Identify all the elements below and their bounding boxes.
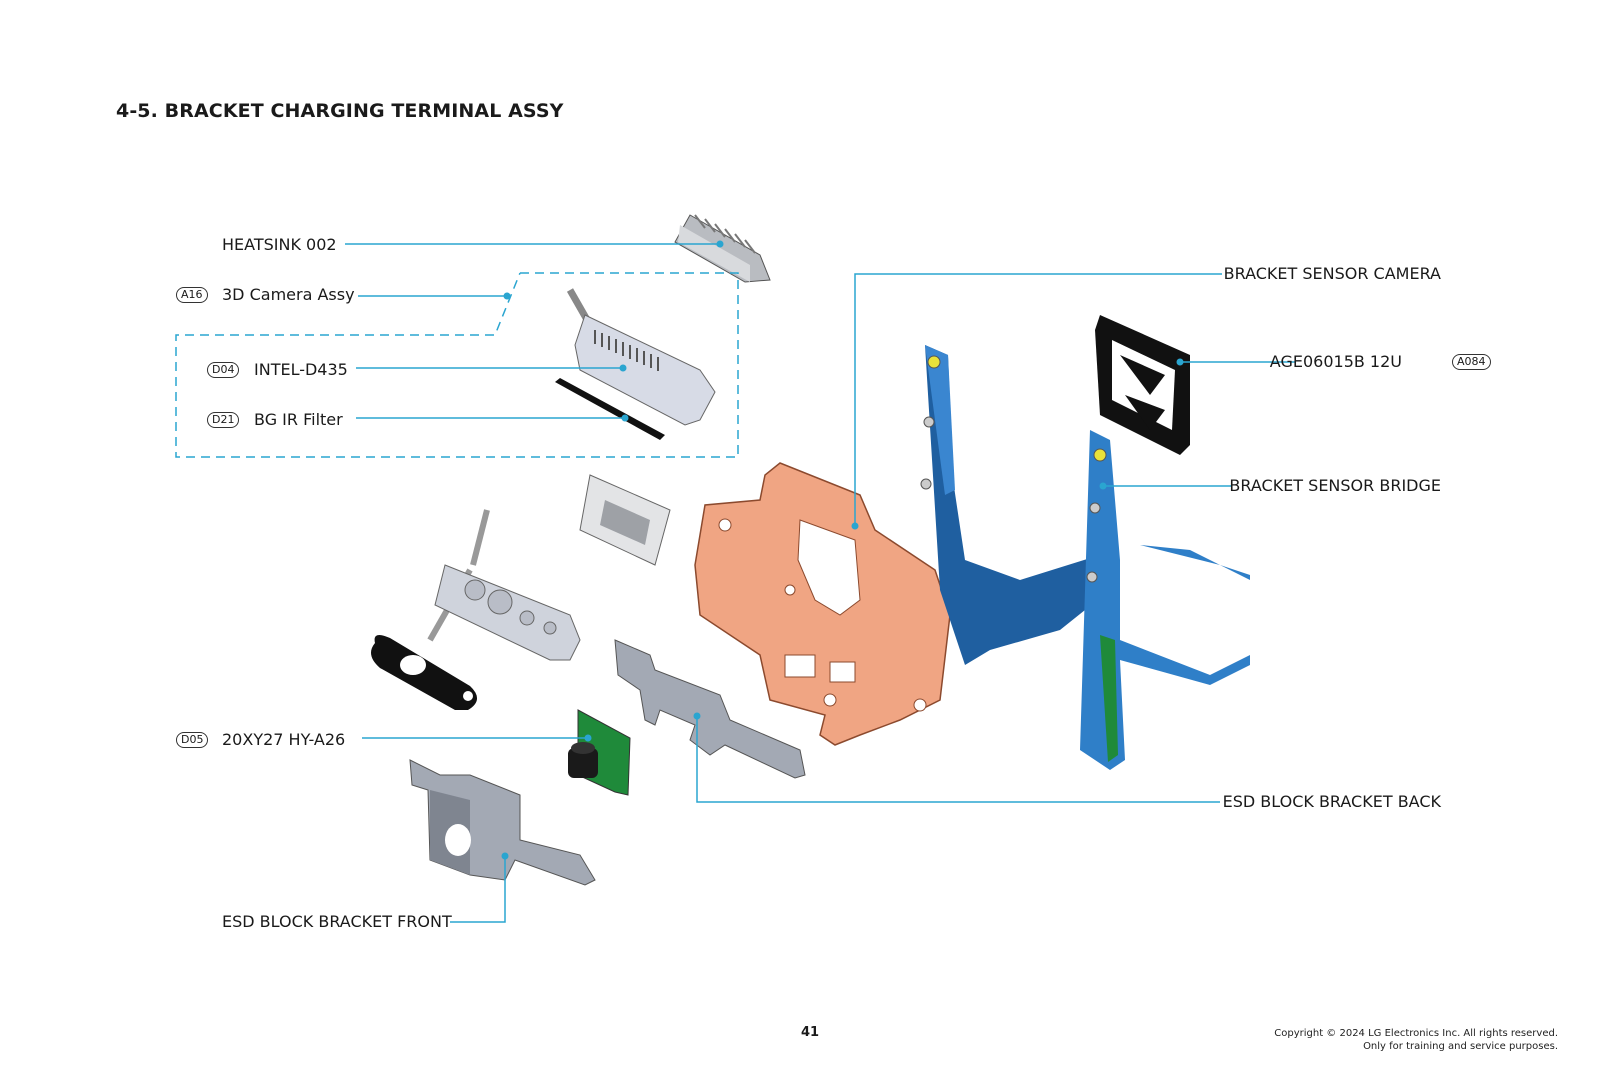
label-fan: AGE06015B 12U bbox=[1269, 352, 1402, 371]
badge-intel: D04 bbox=[207, 362, 240, 378]
label-ir-filter: BG IR Filter bbox=[254, 410, 343, 429]
copyright-line-2: Only for training and service purposes. bbox=[1363, 1041, 1558, 1052]
camera-module-part bbox=[371, 509, 581, 710]
badge-ir-filter: D21 bbox=[207, 412, 240, 428]
label-intel: INTEL-D435 bbox=[254, 360, 348, 379]
label-bracket-camera: BRACKET SENSOR CAMERA bbox=[1223, 264, 1441, 283]
label-module: 20XY27 HY-A26 bbox=[222, 730, 346, 749]
bracket-sensor-camera-part bbox=[920, 345, 1110, 665]
label-camera-assy: 3D Camera Assy bbox=[222, 285, 355, 304]
bracket-sensor-bridge-part bbox=[1080, 430, 1250, 770]
fan-part bbox=[1095, 315, 1190, 455]
page-title: 4-5. BRACKET CHARGING TERMINAL ASSY bbox=[116, 100, 564, 122]
label-heatsink: HEATSINK 002 bbox=[222, 235, 337, 254]
heatsink-part bbox=[674, 214, 771, 283]
badge-camera-assy: A16 bbox=[176, 287, 208, 303]
leader-lines bbox=[345, 243, 1295, 923]
label-bracket-bridge: BRACKET SENSOR BRIDGE bbox=[1229, 476, 1441, 495]
camera-assy-part bbox=[555, 288, 716, 440]
esd-bracket-front-part bbox=[409, 759, 596, 886]
camera-frame-part bbox=[694, 462, 951, 746]
pcb-module-part bbox=[568, 709, 631, 796]
label-esd-front: ESD BLOCK BRACKET FRONT bbox=[222, 912, 452, 931]
bracket-block-part bbox=[579, 474, 671, 566]
esd-bracket-back-part bbox=[614, 639, 806, 779]
camera-assy-group-outline bbox=[175, 272, 739, 458]
copyright: Copyright © 2024 LG Electronics Inc. All… bbox=[1274, 1027, 1558, 1053]
badge-module: D05 bbox=[176, 732, 209, 748]
label-esd-back: ESD BLOCK BRACKET BACK bbox=[1222, 792, 1441, 811]
badge-fan: A084 bbox=[1452, 354, 1491, 370]
leader-dots bbox=[501, 240, 1184, 860]
copyright-line-1: Copyright © 2024 LG Electronics Inc. All… bbox=[1274, 1028, 1558, 1039]
page-number: 41 bbox=[800, 1025, 820, 1040]
